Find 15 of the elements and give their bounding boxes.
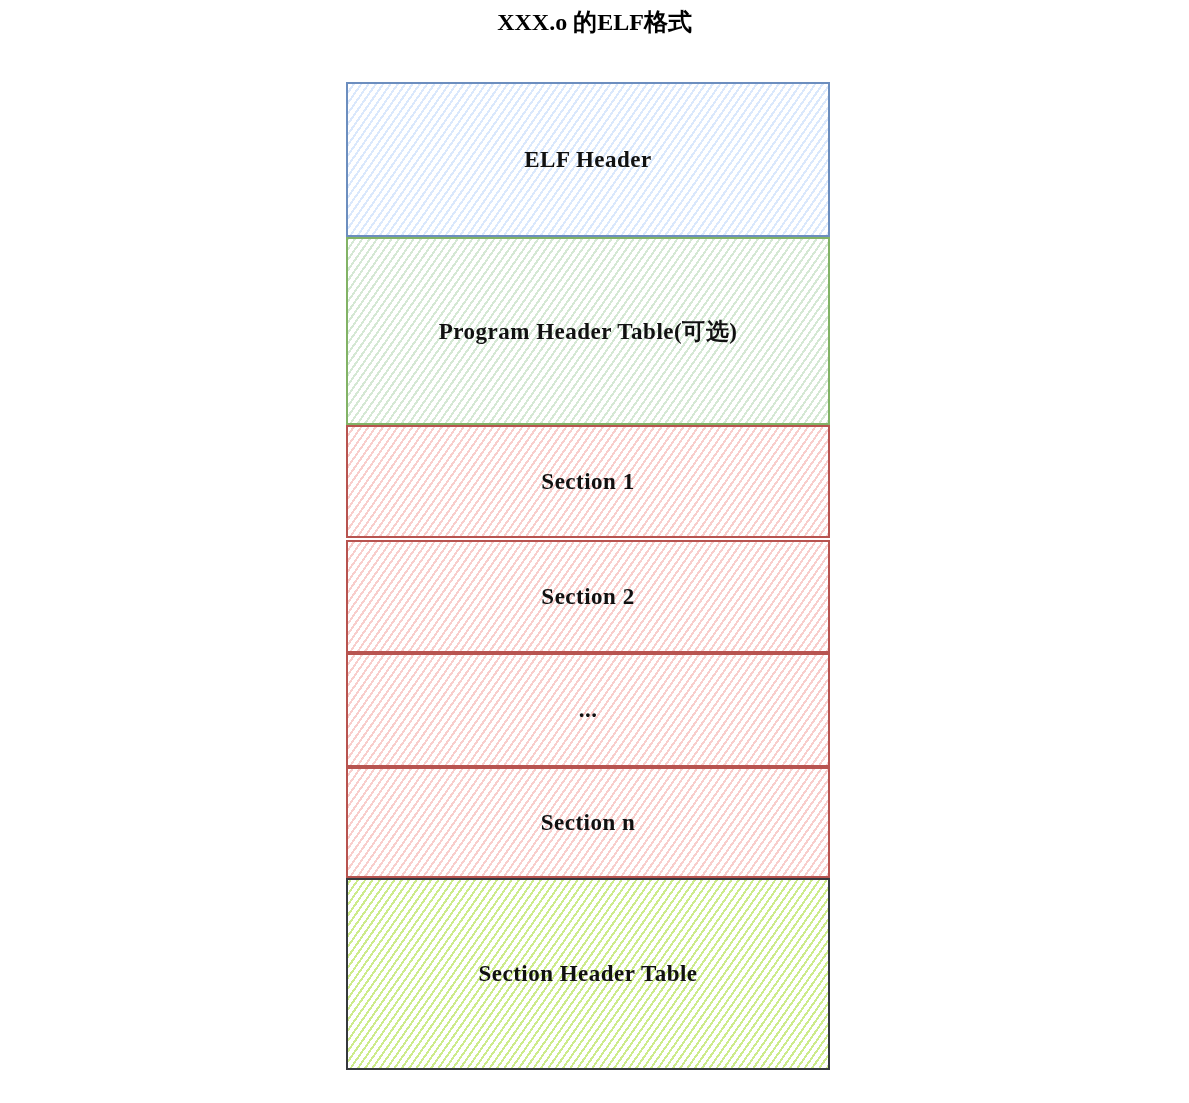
block-label: Program Header Table(可选) <box>438 317 738 346</box>
diagram-title: XXX.o 的ELF格式 <box>497 8 692 37</box>
table-block <box>346 878 830 1070</box>
block-label: ... <box>578 697 598 723</box>
table-block <box>346 237 830 425</box>
section-block <box>346 425 830 538</box>
block-label: Section n <box>540 809 636 836</box>
header-block <box>346 82 830 237</box>
block-label: ELF Header <box>524 146 652 173</box>
block-label: Section 1 <box>541 468 635 495</box>
section-block <box>346 653 830 767</box>
section-block <box>346 767 830 878</box>
block-label: Section 2 <box>541 583 635 610</box>
block-label: Section Header Table <box>478 961 698 987</box>
section-block <box>346 540 830 653</box>
